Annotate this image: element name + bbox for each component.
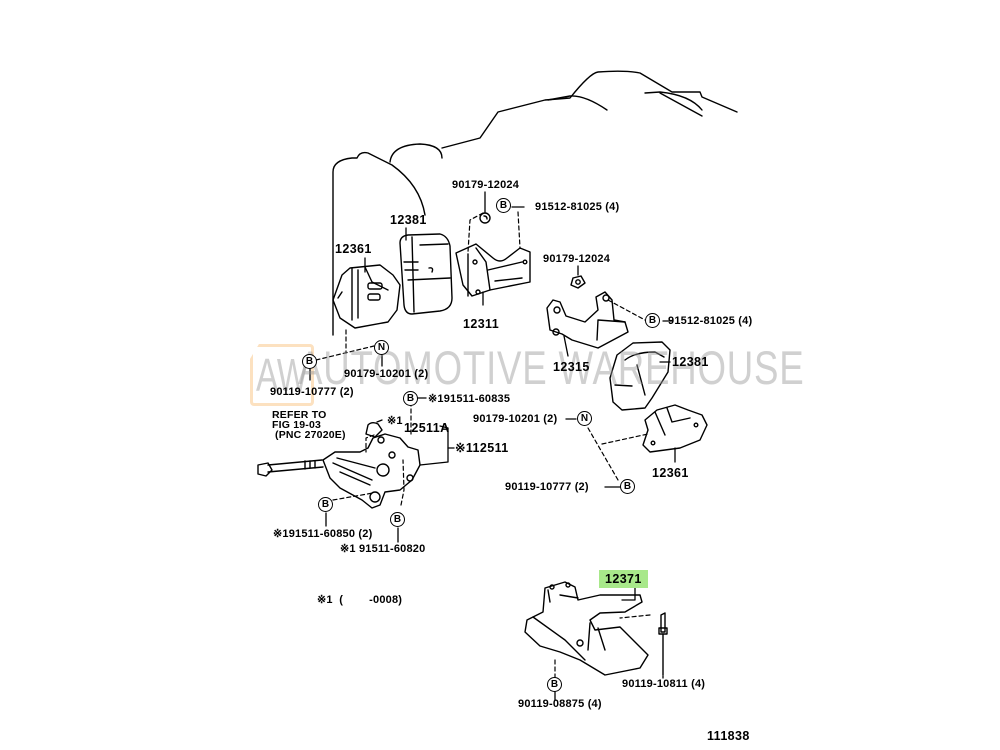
nut-90179-12024-top[interactable] — [479, 212, 491, 224]
engine-outline — [332, 70, 738, 336]
watermark-logo-frame — [250, 344, 314, 406]
diagram-id: 111838 — [707, 729, 750, 743]
part-12361-left[interactable] — [332, 264, 401, 329]
bolt-callout-top[interactable]: B — [496, 198, 511, 213]
dashed-connectors — [315, 211, 651, 681]
refer-note-line2: FIG 19-03 — [272, 419, 322, 431]
bolt-callout-90119-08875[interactable]: B — [547, 677, 562, 692]
label-90119-10811[interactable]: 90119-10811 (4) — [622, 678, 706, 690]
label-91511-60820[interactable]: ※1 91511-60820 — [340, 543, 426, 555]
bolt-callout-mid[interactable]: B — [645, 313, 660, 328]
label-91512-81025-top[interactable]: 91512-81025 (4) — [535, 201, 620, 213]
label-12361-left[interactable]: 12361 — [335, 242, 372, 256]
label-90179-12024-mid[interactable]: 90179-12024 — [543, 253, 611, 265]
label-90179-10201-right[interactable]: 90179-10201 (2) — [473, 413, 558, 425]
label-191511-60835[interactable]: ※191511-60835 — [428, 393, 511, 405]
label-12381-left[interactable]: 12381 — [390, 213, 427, 227]
watermark-logo: AW — [256, 349, 309, 401]
label-12381-right[interactable]: 12381 — [672, 355, 709, 369]
refer-note-line1: REFER TO — [272, 409, 327, 421]
nut-90179-12024-mid[interactable] — [570, 275, 586, 289]
part-12311[interactable] — [455, 243, 531, 297]
footnote-applicability: ※1 ( -0008) — [317, 594, 403, 606]
label-90119-08875[interactable]: 90119-08875 (4) — [518, 698, 602, 710]
refer-note-line3[interactable]: (PNC 27020E) — [275, 429, 346, 441]
label-12311[interactable]: 12311 — [463, 317, 500, 331]
label-90119-10777-right[interactable]: 90119-10777 (2) — [505, 481, 589, 493]
part-12315[interactable] — [546, 291, 629, 349]
nut-callout-right[interactable]: N — [577, 411, 592, 426]
part-12381-left[interactable] — [399, 233, 453, 315]
label-191511-60850[interactable]: ※191511-60850 (2) — [273, 528, 373, 540]
bolt-callout-191511-60850[interactable]: B — [318, 497, 333, 512]
bolt-callout-left[interactable]: B — [302, 354, 317, 369]
bolt-callout-91511-60820[interactable]: B — [390, 512, 405, 527]
part-12381-right[interactable] — [609, 341, 671, 411]
label-90119-10777-left[interactable]: 90119-10777 (2) — [270, 386, 354, 398]
label-91512-81025-mid[interactable]: 91512-81025 (4) — [668, 315, 753, 327]
nut-callout-left[interactable]: N — [374, 340, 389, 355]
long-bolt — [257, 459, 324, 477]
label-112511[interactable]: ※112511 — [455, 441, 509, 455]
label-90179-12024-top[interactable]: 90179-12024 — [452, 179, 520, 191]
bolt-90119-10811 — [658, 612, 668, 676]
label-12371-highlighted[interactable]: 12371 — [599, 570, 648, 588]
part-12361-right[interactable] — [642, 404, 708, 453]
part-12371[interactable] — [524, 581, 649, 676]
bolt-callout-right[interactable]: B — [620, 479, 635, 494]
label-12511a-mark: ※1 — [387, 415, 403, 427]
label-90179-10201-left[interactable]: 90179-10201 (2) — [344, 368, 429, 380]
leader-lines — [309, 191, 676, 701]
label-12361-right[interactable]: 12361 — [652, 466, 689, 480]
bolt-callout-191511-60835[interactable]: B — [403, 391, 418, 406]
label-12511a[interactable]: 12511A — [404, 421, 450, 435]
label-12315[interactable]: 12315 — [553, 360, 590, 374]
